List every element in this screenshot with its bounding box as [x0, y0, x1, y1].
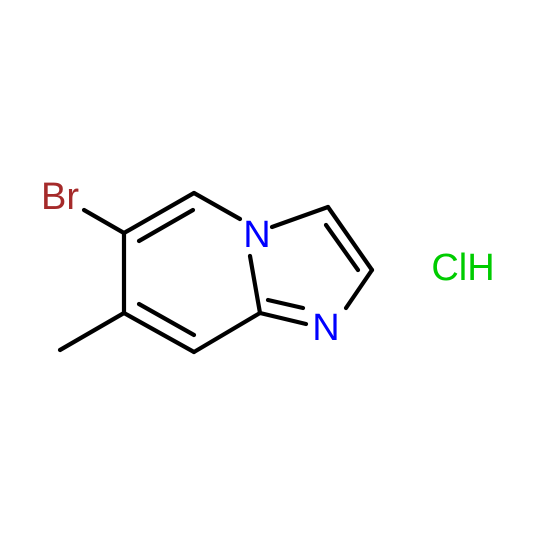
bond-c3-c2	[325, 204, 375, 273]
bond-c7-methyl	[57, 310, 127, 353]
bond-n4-c3	[269, 204, 331, 230]
bond-c3-c2-inner	[323, 222, 361, 273]
nitrogen-atom-label-bridgehead: N	[243, 214, 270, 256]
bond-c2-n1	[343, 267, 375, 311]
bond-group	[57, 190, 375, 355]
bond-c6-c5-inner	[136, 207, 196, 244]
bond-c8a-c8	[191, 310, 263, 355]
bond-n1-c8a	[257, 310, 309, 327]
bromine-atom-label: Br	[41, 176, 79, 218]
bond-c8-c7	[121, 310, 197, 355]
bond-c6-c5	[121, 190, 197, 236]
nitrogen-atom-label: N	[312, 307, 339, 349]
bond-c5-n4	[191, 190, 243, 222]
bond-n4-c8a	[247, 253, 263, 316]
bond-n1-c8a-inner	[265, 297, 306, 311]
hydrogen-chloride-label: ClH	[431, 247, 494, 289]
bond-c8-c7-inner	[136, 301, 197, 338]
bond-c6-br	[81, 207, 127, 236]
